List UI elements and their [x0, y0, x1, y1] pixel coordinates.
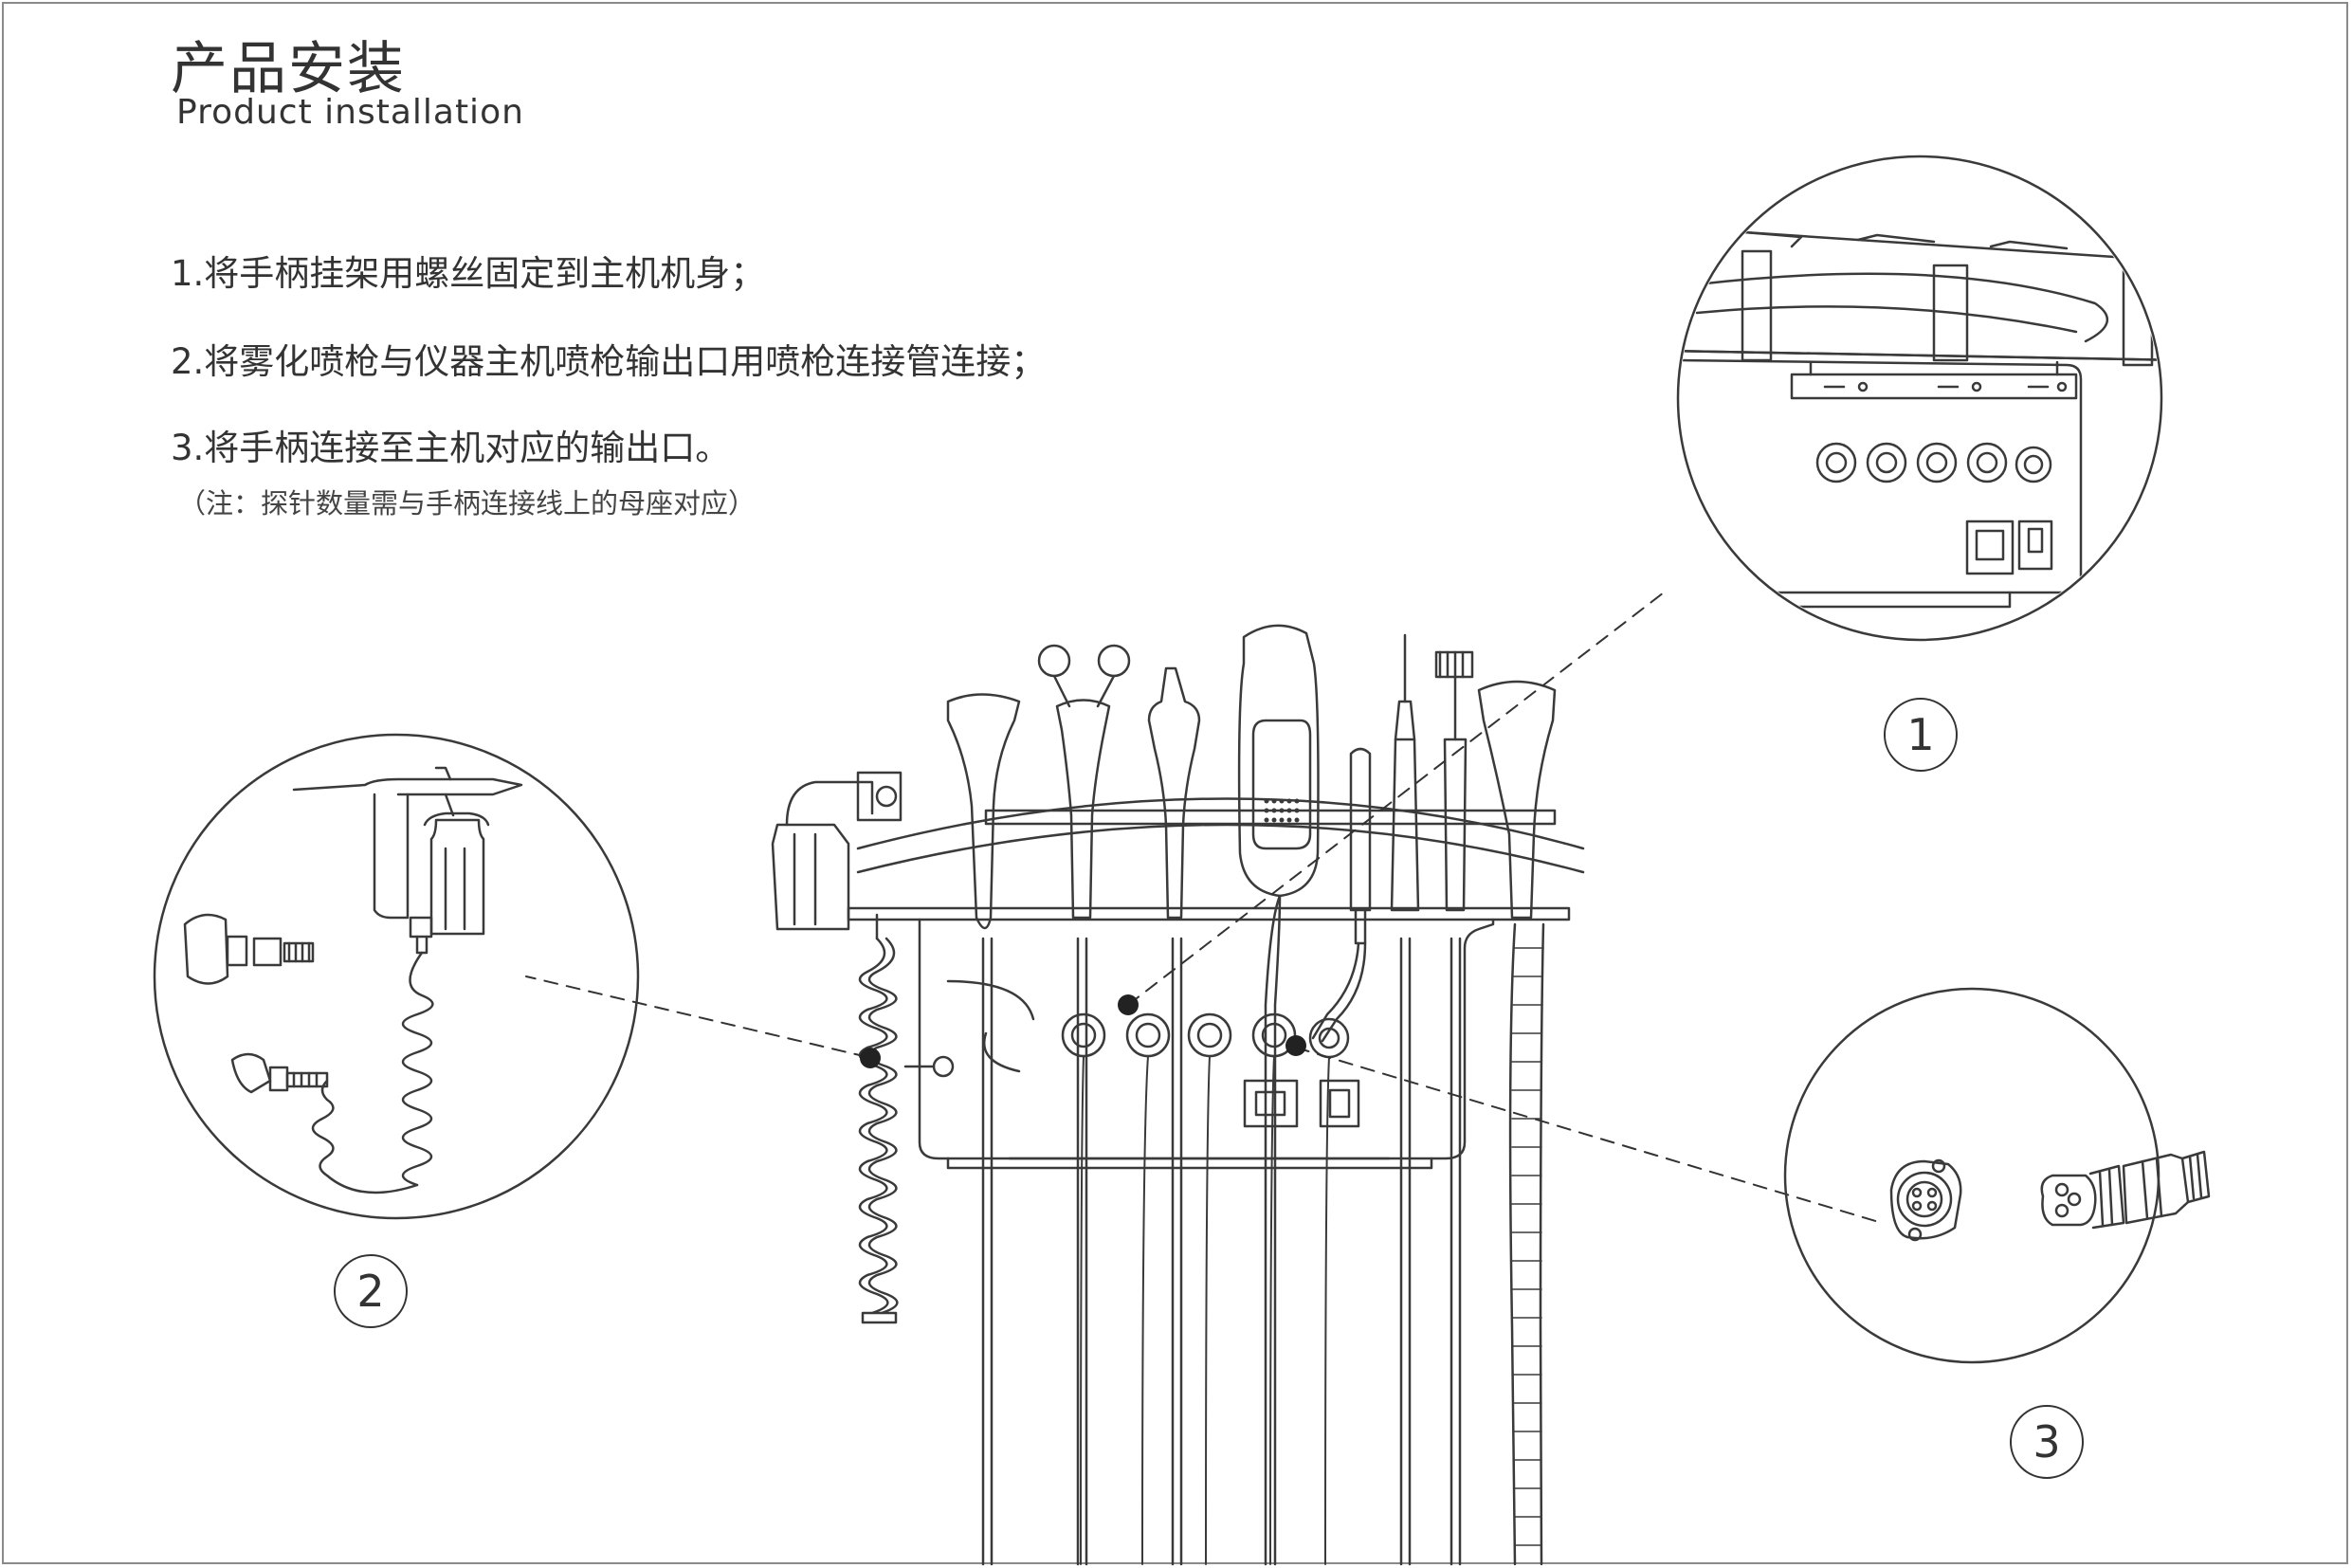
detail-circle-2: [153, 733, 640, 1220]
cable-plug: [2040, 1150, 2211, 1230]
spray-bottle-on-machine: [771, 771, 903, 1324]
install-note: （注：探针数量需与手柄连接线上的母座对应）: [178, 487, 757, 520]
step-3-text: 3.将手柄连接至主机对应的输出口。: [171, 428, 731, 468]
step-1-text: 1.将手柄挂架用螺丝固定到主机机身；: [171, 253, 766, 294]
page-title: 产品安装: [171, 36, 406, 102]
handpiece-cables: [1080, 1055, 1330, 1565]
page-subtitle: Product installation: [176, 93, 524, 132]
callout-1: 1: [1884, 698, 1958, 772]
callout-2: 2: [334, 1254, 408, 1328]
panel-socket: [1889, 1158, 1962, 1242]
handpieces: [946, 624, 1557, 1566]
detail-circle-1: [1676, 155, 2163, 642]
callout-leaders: [525, 592, 1883, 1224]
detail-circle-3: [1783, 987, 2211, 1364]
step-2-text: 2.将雾化喷枪与仪器主机喷枪输出口用喷枪连接管连接；: [171, 341, 1047, 382]
callout-3: 3: [2010, 1405, 2084, 1479]
machine-unit: [847, 797, 1585, 1170]
